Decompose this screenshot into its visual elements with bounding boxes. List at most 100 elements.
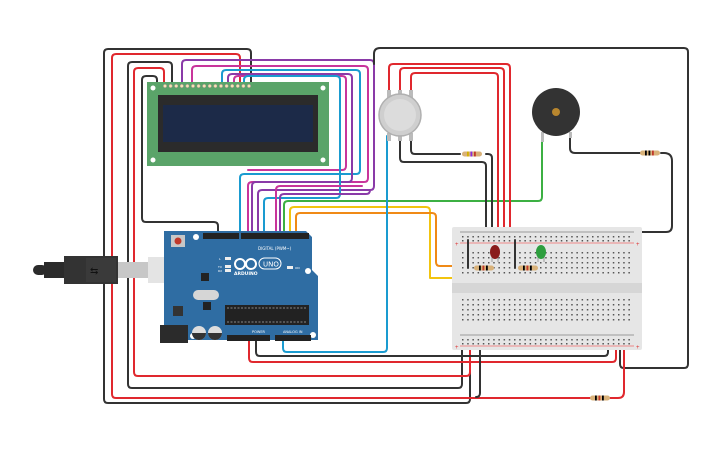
- breadboard-hole[interactable]: [576, 252, 578, 254]
- breadboard-hole[interactable]: [519, 262, 521, 264]
- breadboard-hole[interactable]: [508, 272, 511, 274]
- breadboard-hole[interactable]: [576, 339, 578, 341]
- breadboard-hole[interactable]: [545, 236, 547, 238]
- breadboard-hole[interactable]: [560, 267, 563, 269]
- breadboard-hole[interactable]: [592, 343, 594, 345]
- breadboard-hole[interactable]: [508, 236, 511, 238]
- breadboard-hole[interactable]: [618, 240, 620, 242]
- breadboard-hole[interactable]: [592, 319, 594, 321]
- breadboard-hole[interactable]: [545, 304, 547, 306]
- breadboard-hole[interactable]: [550, 240, 552, 242]
- breadboard-hole[interactable]: [488, 309, 490, 311]
- breadboard-hole[interactable]: [545, 272, 547, 274]
- breadboard-hole[interactable]: [545, 240, 547, 242]
- breadboard-hole[interactable]: [555, 267, 558, 269]
- breadboard-hole[interactable]: [550, 304, 552, 306]
- breadboard-hole[interactable]: [592, 339, 594, 341]
- breadboard-hole[interactable]: [534, 339, 537, 341]
- breadboard-hole[interactable]: [477, 257, 480, 259]
- wire-green[interactable]: [283, 139, 543, 237]
- breadboard-hole[interactable]: [540, 314, 542, 316]
- wire-black[interactable]: [141, 75, 219, 237]
- breadboard-hole[interactable]: [462, 240, 464, 242]
- breadboard-hole[interactable]: [472, 240, 474, 242]
- breadboard-hole[interactable]: [550, 299, 552, 301]
- breadboard-hole[interactable]: [467, 304, 469, 306]
- breadboard-hole[interactable]: [555, 252, 558, 254]
- breadboard-hole[interactable]: [555, 299, 558, 301]
- breadboard-hole[interactable]: [612, 314, 615, 316]
- breadboard-hole[interactable]: [581, 314, 584, 316]
- breadboard-hole[interactable]: [550, 314, 552, 316]
- piezo-buzzer[interactable]: [532, 88, 580, 142]
- breadboard-hole[interactable]: [602, 272, 604, 274]
- breadboard-hole[interactable]: [612, 343, 615, 345]
- breadboard-hole[interactable]: [581, 339, 584, 341]
- breadboard-hole[interactable]: [628, 236, 630, 238]
- breadboard-hole[interactable]: [545, 339, 547, 341]
- breadboard-hole[interactable]: [482, 257, 485, 259]
- breadboard-hole[interactable]: [586, 267, 589, 269]
- breadboard-hole[interactable]: [602, 267, 604, 269]
- breadboard-hole[interactable]: [623, 339, 625, 341]
- breadboard-hole[interactable]: [628, 304, 630, 306]
- breadboard-hole[interactable]: [623, 262, 625, 264]
- breadboard-hole[interactable]: [576, 236, 578, 238]
- breadboard-hole[interactable]: [597, 267, 599, 269]
- breadboard-hole[interactable]: [623, 299, 625, 301]
- breadboard-hole[interactable]: [576, 262, 578, 264]
- breadboard-hole[interactable]: [555, 304, 558, 306]
- breadboard-hole[interactable]: [592, 262, 594, 264]
- breadboard-hole[interactable]: [628, 240, 630, 242]
- breadboard-hole[interactable]: [503, 309, 506, 311]
- breadboard-hole[interactable]: [618, 267, 620, 269]
- breadboard-hole[interactable]: [482, 319, 485, 321]
- breadboard-hole[interactable]: [524, 257, 526, 259]
- breadboard-hole[interactable]: [524, 262, 526, 264]
- breadboard-hole[interactable]: [602, 236, 604, 238]
- breadboard-hole[interactable]: [592, 240, 594, 242]
- breadboard-hole[interactable]: [514, 309, 516, 311]
- breadboard-hole[interactable]: [498, 236, 500, 238]
- breadboard-hole[interactable]: [545, 309, 547, 311]
- breadboard-hole[interactable]: [555, 236, 558, 238]
- breadboard-hole[interactable]: [508, 314, 511, 316]
- breadboard-hole[interactable]: [540, 309, 542, 311]
- breadboard-hole[interactable]: [602, 343, 604, 345]
- breadboard-hole[interactable]: [482, 262, 485, 264]
- breadboard-hole[interactable]: [529, 339, 532, 341]
- reset-button-cap[interactable]: [174, 237, 182, 245]
- breadboard-hole[interactable]: [477, 343, 480, 345]
- breadboard-hole[interactable]: [628, 314, 630, 316]
- breadboard-hole[interactable]: [607, 257, 610, 259]
- breadboard-hole[interactable]: [628, 257, 630, 259]
- wire-black[interactable]: [103, 48, 471, 404]
- breadboard-hole[interactable]: [560, 299, 563, 301]
- breadboard-hole[interactable]: [477, 314, 480, 316]
- breadboard-hole[interactable]: [519, 252, 521, 254]
- breadboard-hole[interactable]: [571, 314, 573, 316]
- breadboard-hole[interactable]: [482, 299, 485, 301]
- breadboard-hole[interactable]: [503, 304, 506, 306]
- breadboard-hole[interactable]: [524, 309, 526, 311]
- breadboard-hole[interactable]: [628, 319, 630, 321]
- breadboard-hole[interactable]: [493, 309, 495, 311]
- breadboard-hole[interactable]: [555, 240, 558, 242]
- breadboard-hole[interactable]: [508, 343, 511, 345]
- wire-magenta[interactable]: [275, 185, 363, 237]
- breadboard-hole[interactable]: [566, 236, 568, 238]
- breadboard-hole[interactable]: [602, 252, 604, 254]
- wire-orange[interactable]: [295, 212, 499, 267]
- breadboard-hole[interactable]: [586, 304, 589, 306]
- breadboard-hole[interactable]: [550, 267, 552, 269]
- breadboard-hole[interactable]: [581, 272, 584, 274]
- breadboard-hole[interactable]: [508, 304, 511, 306]
- breadboard-hole[interactable]: [581, 299, 584, 301]
- wire-black[interactable]: [127, 61, 463, 389]
- breadboard-hole[interactable]: [560, 343, 563, 345]
- breadboard-hole[interactable]: [529, 309, 532, 311]
- breadboard-hole[interactable]: [597, 236, 599, 238]
- breadboard-hole[interactable]: [488, 252, 490, 254]
- breadboard-hole[interactable]: [514, 314, 516, 316]
- breadboard-hole[interactable]: [581, 236, 584, 238]
